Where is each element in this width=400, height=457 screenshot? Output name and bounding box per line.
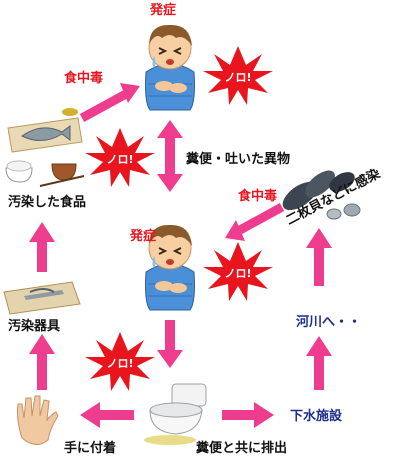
arrow-hand-to-utensils bbox=[29, 334, 55, 390]
onset-middle-label: 発症 bbox=[129, 228, 156, 244]
onset-top-label: 発症 bbox=[149, 2, 176, 18]
noro-burst-middle-right: ノロ! bbox=[203, 242, 273, 301]
noro-burst-text: ノロ! bbox=[224, 71, 251, 84]
hand-contact-label: 手に付着 bbox=[64, 440, 116, 456]
feces-vomit-label: 糞便・吐いた異物 bbox=[185, 151, 290, 167]
sewage-facility-label: 下水施設 bbox=[290, 408, 343, 424]
arrow-bivalve-to-person bbox=[225, 203, 285, 241]
contaminated-food-label: 汚染した食品 bbox=[8, 194, 86, 210]
toilet-illustration bbox=[144, 383, 207, 445]
contaminated-food-illustration bbox=[5, 108, 85, 187]
food-poisoning-top-label: 食中毒 bbox=[64, 70, 103, 86]
arrow-sewage-to-river bbox=[306, 336, 332, 390]
arrow-river-to-bivalve bbox=[306, 228, 332, 286]
hand-illustration bbox=[17, 395, 59, 445]
arrow-person-to-toilet bbox=[157, 320, 183, 368]
food-poisoning-right-label: 食中毒 bbox=[238, 188, 277, 204]
arrow-double-vertical bbox=[157, 120, 183, 192]
arrow-food-to-onset bbox=[79, 83, 140, 122]
noro-burst-top-right: ノロ! bbox=[203, 46, 273, 105]
arrow-toilet-to-sewage bbox=[222, 402, 274, 428]
noro-burst-left: ノロ! bbox=[85, 128, 155, 187]
noro-burst-text: ノロ! bbox=[106, 357, 133, 370]
arrow-toilet-to-hand bbox=[80, 402, 134, 428]
bivalve-shellfish-illustration bbox=[282, 170, 361, 220]
excreted-with-feces-label: 糞便と共に排出 bbox=[195, 440, 287, 456]
contaminated-utensils-label: 汚染器具 bbox=[8, 318, 60, 334]
sick-person-top-illustration bbox=[144, 23, 196, 112]
arrow-utensils-to-food bbox=[29, 222, 55, 272]
contaminated-utensils-illustration bbox=[3, 281, 81, 315]
noro-burst-bottom-left: ノロ! bbox=[85, 332, 155, 391]
noro-burst-text: ノロ! bbox=[106, 153, 133, 166]
to-river-label: 河川へ・・ bbox=[296, 314, 361, 330]
noro-burst-text: ノロ! bbox=[224, 267, 251, 280]
